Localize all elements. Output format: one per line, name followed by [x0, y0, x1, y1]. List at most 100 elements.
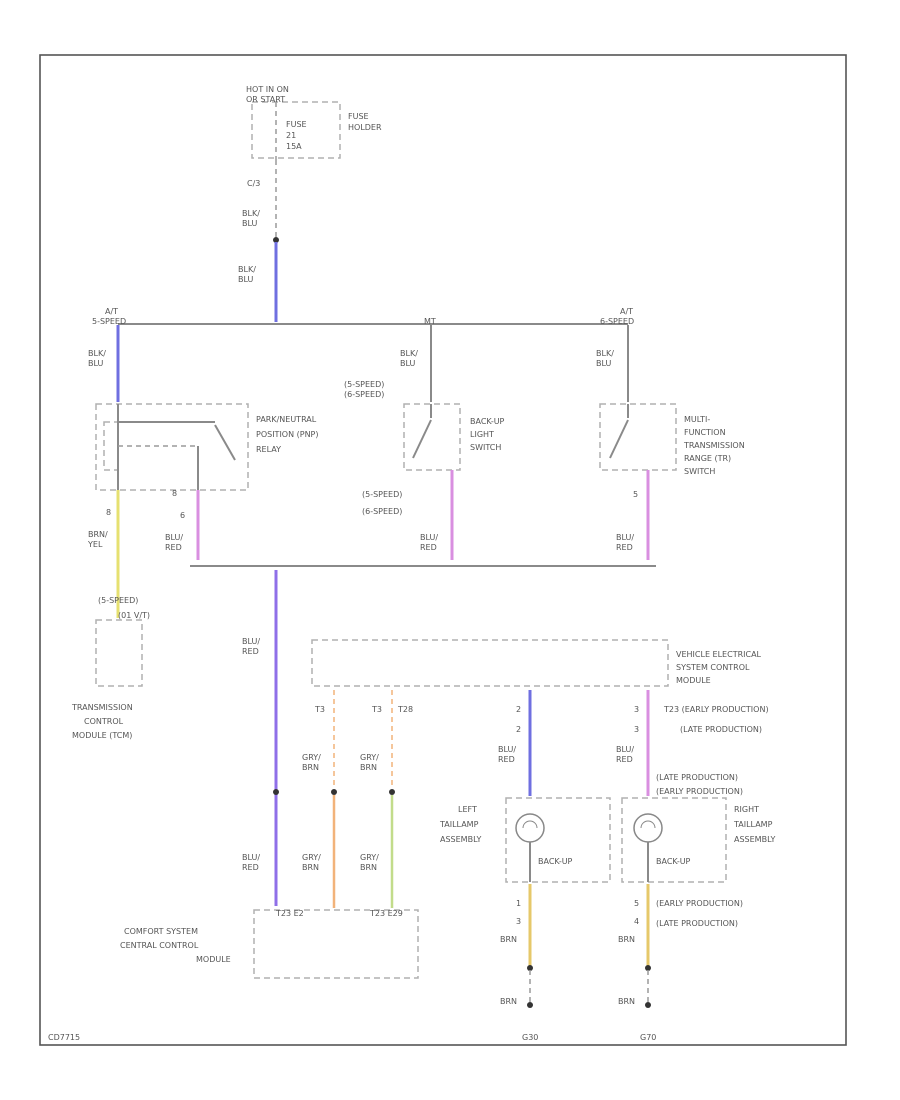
backup-switch-label-2: LIGHT: [470, 430, 494, 439]
left-taillamp-box: [505, 797, 611, 883]
wire-color-label: BLU/: [242, 853, 260, 862]
pin-label: 3: [634, 705, 639, 714]
pin-label: 2: [516, 725, 521, 734]
fuse-label: FUSE: [286, 120, 307, 129]
pin-label: 4: [634, 917, 639, 926]
at-speed-right: 6-SPEED: [600, 317, 634, 326]
right-bulb-filament: [640, 820, 656, 829]
fuse-holder-label: FUSE: [348, 112, 369, 121]
wire-color-label: GRY/: [302, 853, 321, 862]
fuse-holder-label-2: HOLDER: [348, 123, 382, 132]
pnp-label-2: POSITION (PNP): [256, 430, 319, 439]
production-label: (EARLY PRODUCTION): [656, 899, 743, 908]
wire-color-label: BRN/: [88, 530, 108, 539]
wire-color-label: RED: [498, 755, 515, 764]
wire-color-label: BRN: [360, 763, 377, 772]
vescm-box: [311, 639, 669, 687]
left-taillamp-label-3: ASSEMBLY: [440, 835, 481, 844]
pin-label: 1: [516, 899, 521, 908]
wire-color-label: RED: [165, 543, 182, 552]
diagram-code: CD7715: [48, 1033, 80, 1042]
wire-color-label: BRN: [360, 863, 377, 872]
tr-switch-label-5: SWITCH: [684, 467, 715, 476]
tr-switch-label-2: FUNCTION: [684, 428, 726, 437]
wire-color-label: BLU/: [242, 637, 260, 646]
production-label: (LATE PRODUCTION): [656, 919, 738, 928]
right-backup-label: BACK-UP: [656, 857, 691, 866]
right-taillamp-label: RIGHT: [734, 805, 759, 814]
wire-color-label: RED: [242, 647, 259, 656]
left-bulb-filament: [522, 820, 538, 829]
right-bulb: [633, 813, 663, 843]
wire-color-label: BLU: [238, 275, 254, 284]
comfort-module-box: [253, 909, 419, 979]
left-bulb: [515, 813, 545, 843]
pnp-label-3: RELAY: [256, 445, 281, 454]
fuse-rating: 15A: [286, 142, 302, 151]
vescm-label: VEHICLE ELECTRICAL: [676, 650, 762, 659]
wire-color-label: BLU/: [165, 533, 183, 542]
backup-switch-label-3: SWITCH: [470, 443, 501, 452]
right-taillamp-label-2: TAILLAMP: [733, 820, 773, 829]
wire-color-label: BRN: [618, 935, 635, 944]
wire-color-label: BLU/: [616, 745, 634, 754]
terminal-label: T3: [371, 705, 382, 714]
splice-dot: [273, 237, 279, 243]
wire-color-label: RED: [420, 543, 437, 552]
wire-color-label: BRN: [500, 935, 517, 944]
production-label: T23 (EARLY PRODUCTION): [663, 705, 769, 714]
pnp-relay-box: [95, 403, 249, 491]
pnp-label: PARK/NEUTRAL: [256, 415, 317, 424]
tcm-label-3: MODULE (TCM): [72, 731, 132, 740]
speed-label: (6-SPEED): [344, 390, 384, 399]
at-label-left: A/T: [105, 307, 118, 316]
wire-color-label: BLK/: [596, 349, 614, 358]
connector-dot: [645, 965, 651, 971]
tcm-label-2: CONTROL: [84, 717, 124, 726]
pin-label: 3: [516, 917, 521, 926]
wire-color-label: YEL: [87, 540, 103, 549]
ground-label-left: G30: [522, 1033, 538, 1042]
diagram-border: [39, 54, 847, 1046]
mt-label: MT: [424, 317, 436, 326]
at-speed-left: 5-SPEED: [92, 317, 126, 326]
wire-color-label: BLU: [88, 359, 104, 368]
hot-bus-label: HOT IN ON: [246, 85, 289, 94]
terminal-label: T3: [314, 705, 325, 714]
relay-switch: [214, 424, 236, 461]
wire-color-label: BLU/: [420, 533, 438, 542]
backup-switch-box: [403, 403, 461, 471]
vescm-label-3: MODULE: [676, 676, 711, 685]
tr-switch-box: [599, 403, 677, 471]
wire-color-label: RED: [242, 863, 259, 872]
speed-label: (5-SPEED): [344, 380, 384, 389]
wire-color-label: GRY/: [360, 853, 379, 862]
hot-bus-label-2: OR START: [246, 95, 285, 104]
pin-label: 8: [172, 489, 177, 498]
wire-color-label: BRN: [302, 763, 319, 772]
production-label: (EARLY PRODUCTION): [656, 787, 743, 796]
wire-color-label: BLU: [596, 359, 612, 368]
speed-label: (5-SPEED): [362, 490, 402, 499]
wire-color-label: BLU/: [616, 533, 634, 542]
wire-color-label: BLK/: [238, 265, 256, 274]
wire-color-label: BRN: [302, 863, 319, 872]
comfort-module-label-2: CENTRAL CONTROL: [120, 941, 199, 950]
fuse-number: 21: [286, 131, 296, 140]
wire-color-label: BRN: [500, 997, 517, 1006]
pin-label: 5: [634, 899, 639, 908]
terminal-label: T23 E29: [369, 909, 403, 918]
fuse-holder-box: [251, 101, 341, 159]
connector-dot: [273, 789, 279, 795]
left-taillamp-label-2: TAILLAMP: [439, 820, 479, 829]
terminal-label: T28: [397, 705, 413, 714]
pin-label: 6: [180, 511, 185, 520]
backup-switch-blade: [412, 419, 432, 459]
tr-switch-blade: [609, 419, 629, 459]
wire-color-label: GRY/: [360, 753, 379, 762]
wire-color-label: BLK/: [400, 349, 418, 358]
wire-color-label: BLK/: [88, 349, 106, 358]
tr-switch-label-4: RANGE (TR): [684, 454, 731, 463]
wire-color-label: RED: [616, 755, 633, 764]
tcm-label: TRANSMISSION: [71, 703, 133, 712]
